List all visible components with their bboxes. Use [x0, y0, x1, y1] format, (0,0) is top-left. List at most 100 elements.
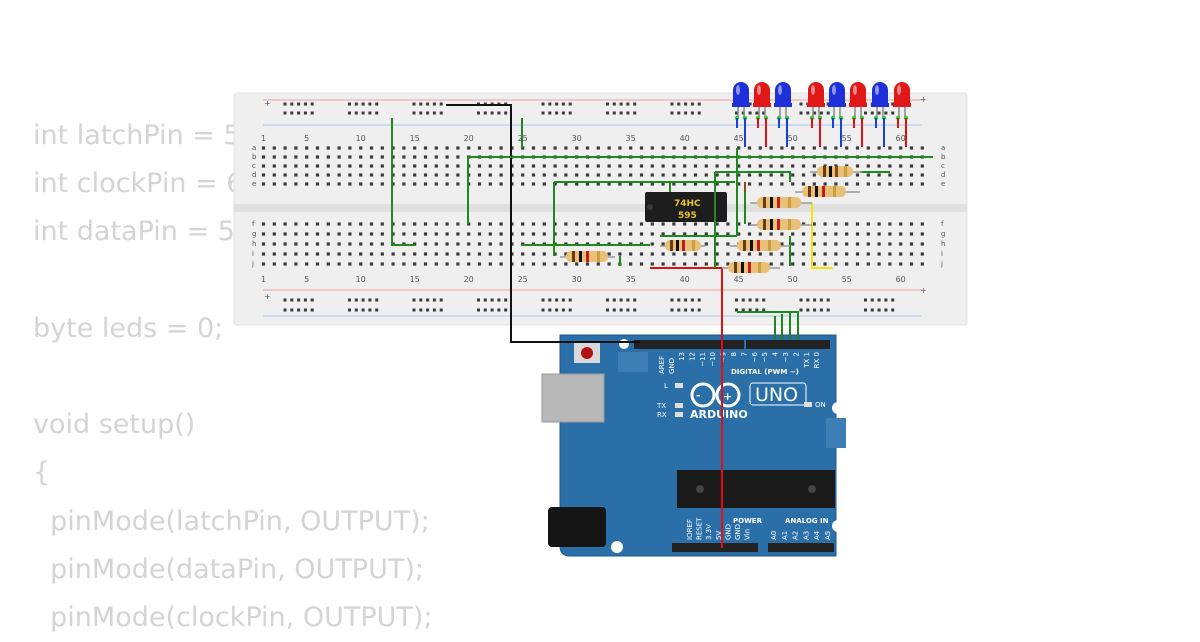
- breadboard-hole[interactable]: [348, 173, 352, 177]
- rail-hole[interactable]: [626, 102, 630, 106]
- breadboard-hole[interactable]: [780, 164, 784, 168]
- breadboard-hole[interactable]: [413, 222, 417, 226]
- breadboard-hole[interactable]: [456, 222, 460, 226]
- breadboard-hole[interactable]: [575, 182, 579, 186]
- breadboard-hole[interactable]: [737, 232, 741, 236]
- rail-hole[interactable]: [432, 102, 436, 106]
- rail-hole[interactable]: [633, 111, 637, 115]
- breadboard-hole[interactable]: [294, 242, 298, 246]
- breadboard-hole[interactable]: [661, 222, 665, 226]
- breadboard-hole[interactable]: [488, 232, 492, 236]
- rail-hole[interactable]: [819, 298, 823, 302]
- breadboard-hole[interactable]: [423, 252, 428, 256]
- breadboard-hole[interactable]: [866, 242, 870, 246]
- breadboard-hole[interactable]: [326, 173, 330, 177]
- breadboard-hole[interactable]: [575, 222, 579, 226]
- breadboard-hole[interactable]: [650, 173, 654, 177]
- led-array[interactable]: [732, 82, 911, 147]
- led-blue[interactable]: [828, 82, 846, 147]
- rail-hole[interactable]: [439, 102, 443, 106]
- resistor-2[interactable]: [795, 186, 860, 197]
- breadboard-hole[interactable]: [305, 164, 309, 168]
- breadboard-hole[interactable]: [683, 173, 687, 177]
- breadboard-hole[interactable]: [801, 173, 806, 177]
- rail-hole[interactable]: [303, 111, 307, 115]
- breadboard-hole[interactable]: [359, 262, 363, 266]
- breadboard-hole[interactable]: [499, 222, 503, 226]
- resistor-4[interactable]: [750, 219, 812, 230]
- breadboard-hole[interactable]: [542, 252, 546, 256]
- breadboard-hole[interactable]: [866, 173, 870, 177]
- breadboard-hole[interactable]: [283, 146, 287, 150]
- breadboard-hole[interactable]: [726, 262, 730, 266]
- rail-hole[interactable]: [741, 298, 745, 302]
- breadboard-hole[interactable]: [283, 222, 287, 226]
- led-blue[interactable]: [732, 82, 750, 147]
- breadboard-hole[interactable]: [553, 182, 557, 186]
- breadboard-hole[interactable]: [413, 173, 417, 177]
- breadboard-hole[interactable]: [564, 146, 568, 150]
- breadboard-hole[interactable]: [618, 173, 622, 177]
- breadboard-hole[interactable]: [456, 146, 460, 150]
- breadboard-hole[interactable]: [650, 252, 654, 256]
- breadboard-hole[interactable]: [791, 252, 795, 256]
- breadboard-hole[interactable]: [369, 222, 374, 226]
- breadboard-hole[interactable]: [391, 155, 395, 159]
- breadboard-hole[interactable]: [326, 262, 330, 266]
- breadboard-hole[interactable]: [855, 164, 860, 168]
- breadboard-hole[interactable]: [337, 155, 341, 159]
- breadboard-hole[interactable]: [715, 173, 719, 177]
- breadboard-hole[interactable]: [780, 146, 784, 150]
- breadboard-hole[interactable]: [434, 182, 438, 186]
- breadboard-hole[interactable]: [672, 173, 676, 177]
- breadboard-hole[interactable]: [315, 222, 320, 226]
- breadboard-hole[interactable]: [423, 155, 428, 159]
- breadboard-hole[interactable]: [726, 173, 730, 177]
- rail-hole[interactable]: [684, 102, 688, 106]
- breadboard-hole[interactable]: [888, 262, 892, 266]
- breadboard-hole[interactable]: [650, 146, 654, 150]
- breadboard-hole[interactable]: [737, 164, 741, 168]
- breadboard-hole[interactable]: [553, 232, 557, 236]
- breadboard-hole[interactable]: [369, 262, 374, 266]
- breadboard-hole[interactable]: [380, 164, 384, 168]
- breadboard-hole[interactable]: [305, 182, 309, 186]
- breadboard-hole[interactable]: [769, 146, 773, 150]
- breadboard-hole[interactable]: [758, 252, 762, 256]
- resistor-3[interactable]: [750, 197, 812, 208]
- breadboard-hole[interactable]: [661, 173, 665, 177]
- breadboard-hole[interactable]: [369, 182, 374, 186]
- breadboard-hole[interactable]: [445, 164, 449, 168]
- rail-hole[interactable]: [368, 111, 372, 115]
- rail-hole[interactable]: [310, 298, 314, 302]
- breadboard-hole[interactable]: [683, 252, 687, 256]
- rail-hole[interactable]: [891, 111, 895, 115]
- breadboard-hole[interactable]: [726, 252, 730, 256]
- breadboard-hole[interactable]: [693, 232, 698, 236]
- breadboard-hole[interactable]: [823, 242, 827, 246]
- rail-hole[interactable]: [891, 102, 895, 106]
- breadboard-hole[interactable]: [845, 232, 849, 236]
- breadboard-hole[interactable]: [639, 173, 644, 177]
- breadboard-hole[interactable]: [629, 146, 633, 150]
- breadboard-hole[interactable]: [834, 222, 838, 226]
- breadboard-hole[interactable]: [272, 252, 276, 256]
- breadboard-hole[interactable]: [337, 222, 341, 226]
- breadboard-hole[interactable]: [380, 252, 384, 256]
- breadboard-hole[interactable]: [326, 164, 330, 168]
- rail-hole[interactable]: [891, 298, 895, 302]
- breadboard-hole[interactable]: [791, 182, 795, 186]
- breadboard-hole[interactable]: [391, 262, 395, 266]
- rail-hole[interactable]: [670, 308, 674, 312]
- rail-hole[interactable]: [290, 298, 294, 302]
- breadboard-hole[interactable]: [704, 242, 708, 246]
- rail-hole[interactable]: [303, 308, 307, 312]
- breadboard-hole[interactable]: [801, 182, 806, 186]
- breadboard-hole[interactable]: [456, 173, 460, 177]
- breadboard-hole[interactable]: [423, 182, 428, 186]
- breadboard-hole[interactable]: [704, 173, 708, 177]
- breadboard-hole[interactable]: [801, 222, 806, 226]
- breadboard-hole[interactable]: [305, 262, 309, 266]
- rail-hole[interactable]: [606, 298, 609, 302]
- rail-hole[interactable]: [477, 308, 480, 312]
